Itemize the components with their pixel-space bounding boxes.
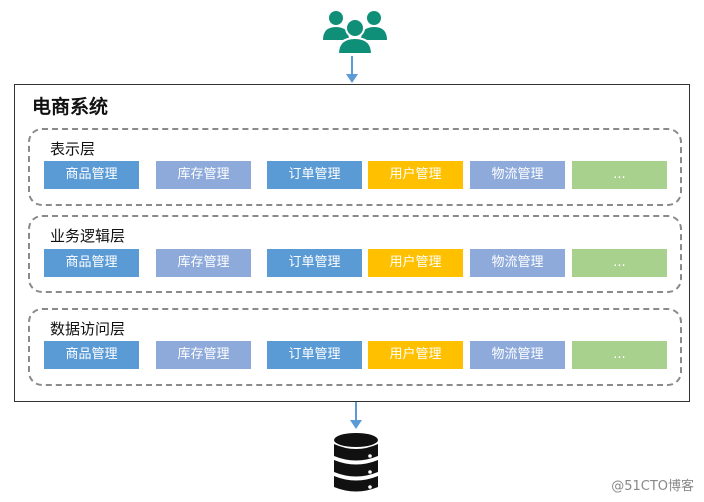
module-box: 商品管理 xyxy=(44,341,139,369)
layer-box xyxy=(28,308,682,386)
module-box: 商品管理 xyxy=(44,249,139,277)
layer-title: 数据访问层 xyxy=(50,320,126,338)
module-box: 订单管理 xyxy=(267,341,362,369)
database-icon xyxy=(334,433,378,492)
module-box: 库存管理 xyxy=(156,161,251,189)
module-box: 订单管理 xyxy=(267,249,362,277)
module-box: 用户管理 xyxy=(368,161,463,189)
layer-title: 表示层 xyxy=(50,140,96,158)
module-box: 用户管理 xyxy=(368,249,463,277)
module-box: 用户管理 xyxy=(368,341,463,369)
watermark: @51CTO博客 xyxy=(611,479,694,494)
module-box: 物流管理 xyxy=(470,249,565,277)
module-box: ... xyxy=(572,341,667,369)
module-box: 商品管理 xyxy=(44,161,139,189)
module-box: 订单管理 xyxy=(267,161,362,189)
system-title: 电商系统 xyxy=(32,96,109,118)
module-box: 库存管理 xyxy=(156,341,251,369)
module-box: 库存管理 xyxy=(156,249,251,277)
module-box: 物流管理 xyxy=(470,161,565,189)
arrow-system-to-database xyxy=(350,402,362,429)
module-box: ... xyxy=(572,249,667,277)
arrow-users-to-system xyxy=(346,56,358,83)
module-box: 物流管理 xyxy=(470,341,565,369)
module-box: ... xyxy=(572,161,667,189)
users-icon xyxy=(323,11,387,54)
layer-box xyxy=(28,128,682,206)
layer-box xyxy=(28,215,682,293)
layer-title: 业务逻辑层 xyxy=(50,227,126,245)
